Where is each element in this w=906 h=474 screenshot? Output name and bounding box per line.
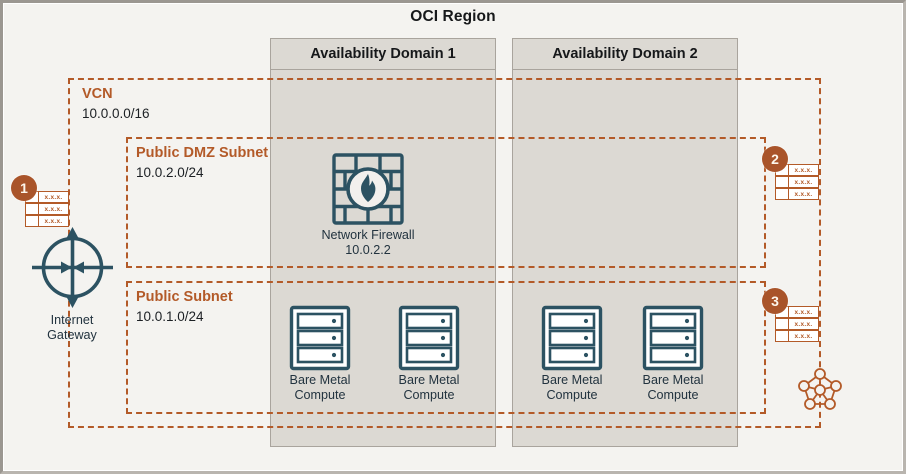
public-subnet-boundary — [126, 281, 766, 414]
bare-metal-compute-label-line2: Compute — [647, 387, 699, 402]
route-table-cell-value: x.x.x. — [794, 332, 813, 340]
network-firewall-label-line2: 10.0.2.2 — [345, 242, 391, 257]
bare-metal-compute-label-line1: Bare Metal — [398, 373, 460, 387]
bare-metal-compute-label-line1: Bare Metal — [289, 373, 351, 387]
callout-2-number: 2 — [771, 151, 779, 167]
route-table-cell-left — [776, 189, 789, 199]
availability-domain-1-label: Availability Domain 1 — [310, 46, 456, 62]
service-mesh-icon — [795, 365, 845, 415]
route-table-cell-value: x.x.x. — [44, 217, 63, 225]
network-firewall-label: Network Firewall 10.0.2.2 — [303, 228, 433, 257]
bare-metal-compute-icon — [289, 305, 351, 371]
route-table-cell-left — [776, 177, 789, 187]
route-table-cell-value: x.x.x. — [794, 190, 813, 198]
availability-domain-2-label: Availability Domain 2 — [552, 46, 698, 62]
route-table-cell-value: x.x.x. — [794, 320, 813, 328]
callout-1-number: 1 — [20, 180, 28, 196]
availability-domain-1-header: Availability Domain 1 — [270, 38, 496, 70]
route-table-cell-value: x.x.x. — [794, 166, 813, 174]
route-table-cell-value: x.x.x. — [44, 205, 63, 213]
bare-metal-compute-label-line1: Bare Metal — [642, 373, 704, 387]
bare-metal-compute-label-line2: Compute — [403, 387, 455, 402]
callout-2-badge[interactable]: 2 — [762, 146, 788, 172]
internet-gateway-label-line2: Gateway — [47, 327, 97, 342]
network-firewall-icon — [331, 152, 405, 226]
route-table-cell-left — [776, 165, 789, 175]
route-table-cell-left — [776, 319, 789, 329]
bare-metal-compute-icon — [642, 305, 704, 371]
public-subnet-label: Public Subnet — [136, 289, 233, 305]
public-dmz-subnet-label: Public DMZ Subnet — [136, 145, 269, 161]
region-title: OCI Region — [410, 8, 496, 25]
network-firewall-label-line1: Network Firewall — [321, 228, 415, 242]
route-table-cell-left — [26, 204, 39, 214]
vcn-label: VCN — [82, 86, 113, 102]
public-dmz-subnet-cidr: 10.0.2.0/24 — [136, 165, 204, 180]
route-table-cell-left — [26, 192, 39, 202]
callout-3-badge[interactable]: 3 — [762, 288, 788, 314]
bare-metal-compute-label: Bare Metal Compute — [522, 373, 622, 402]
internet-gateway-label-line1: Internet — [50, 313, 94, 327]
availability-domain-1-box — [270, 38, 496, 447]
bare-metal-compute-label-line2: Compute — [546, 387, 598, 402]
availability-domain-2-box — [512, 38, 738, 447]
bare-metal-compute-icon — [541, 305, 603, 371]
bare-metal-compute-label-line1: Bare Metal — [541, 373, 603, 387]
availability-domain-2-header: Availability Domain 2 — [512, 38, 738, 70]
vcn-cidr: 10.0.0.0/16 — [82, 106, 150, 121]
public-dmz-subnet-boundary — [126, 137, 766, 268]
callout-3-number: 3 — [771, 293, 779, 309]
bare-metal-compute-label: Bare Metal Compute — [270, 373, 370, 402]
route-table-cell-left — [776, 331, 789, 341]
bare-metal-compute-icon — [398, 305, 460, 371]
route-table-cell-left — [776, 307, 789, 317]
public-subnet-cidr: 10.0.1.0/24 — [136, 309, 204, 324]
route-table-cell-value: x.x.x. — [794, 178, 813, 186]
callout-3-route-table-icon: x.x.x. x.x.x. x.x.x. — [775, 306, 819, 346]
internet-gateway-icon — [30, 225, 115, 310]
bare-metal-compute-label-line2: Compute — [294, 387, 346, 402]
bare-metal-compute-label: Bare Metal Compute — [379, 373, 479, 402]
route-table-cell-value: x.x.x. — [44, 193, 63, 201]
callout-1-route-table-icon: x.x.x. x.x.x. x.x.x. — [25, 191, 69, 231]
callout-1-badge[interactable]: 1 — [11, 175, 37, 201]
route-table-cell-left — [26, 216, 39, 226]
route-table-cell-value: x.x.x. — [794, 308, 813, 316]
internet-gateway-label: Internet Gateway — [22, 313, 122, 342]
callout-2-route-table-icon: x.x.x. x.x.x. x.x.x. — [775, 164, 819, 204]
bare-metal-compute-label: Bare Metal Compute — [623, 373, 723, 402]
